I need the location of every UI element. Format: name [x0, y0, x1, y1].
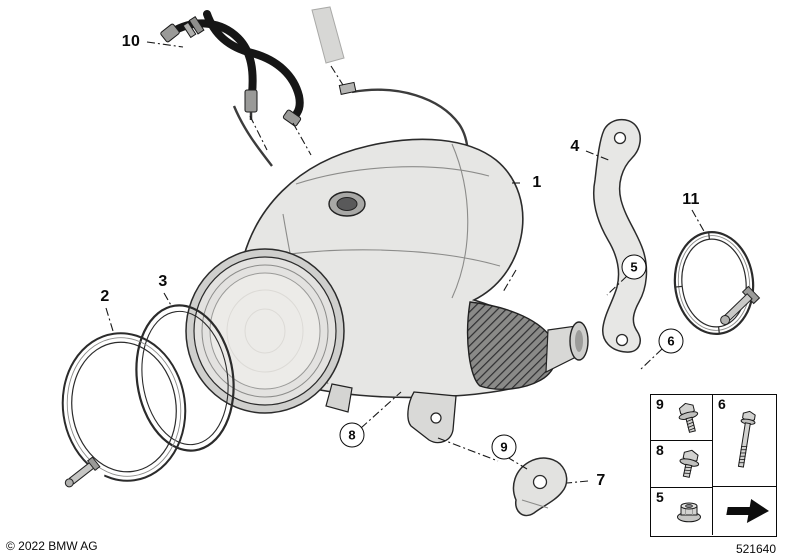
callout-4[interactable]: 4	[570, 138, 580, 155]
direction-arrow-icon	[713, 487, 776, 535]
bracket-part-4	[593, 118, 648, 353]
leader-lines	[105, 41, 706, 484]
legend-cell-arrow	[713, 487, 776, 535]
clamp-part-11	[673, 231, 761, 335]
clamp-tbolt-2	[720, 285, 761, 325]
tube-bracket	[338, 81, 357, 95]
callout-6[interactable]: 6	[658, 328, 684, 354]
callout-10[interactable]: 10	[121, 33, 141, 50]
callout-8[interactable]: 8	[339, 422, 365, 448]
callout-1[interactable]: 1	[532, 174, 542, 191]
callout-5[interactable]: 5	[621, 254, 647, 280]
clamp-part-2	[57, 332, 187, 499]
legend-number-8: 8	[656, 442, 664, 458]
callout-7[interactable]: 7	[596, 472, 606, 489]
fastener-legend-box: 9 6	[650, 394, 777, 537]
callout-2[interactable]: 2	[100, 288, 110, 305]
catalyst-element	[466, 301, 557, 390]
legend-cell-8[interactable]: 8	[651, 441, 713, 488]
callout-9[interactable]: 9	[491, 434, 517, 460]
legend-cell-5[interactable]: 5	[651, 488, 713, 535]
flange-bolt-icon	[651, 395, 712, 440]
copyright-text: © 2022 BMW AG	[6, 539, 98, 553]
hose-connector-2	[282, 109, 302, 127]
flange-nut-icon	[651, 488, 712, 535]
legend-cell-9[interactable]: 9	[651, 395, 713, 441]
flange-bolt-icon	[651, 441, 712, 487]
long-flange-bolt-icon	[713, 395, 776, 486]
hose-assembly-part-10	[160, 6, 345, 127]
legend-number-9: 9	[656, 396, 664, 412]
dpf-body-part-1	[185, 138, 589, 444]
callout-3[interactable]: 3	[158, 273, 168, 290]
hose-connector	[244, 89, 258, 120]
legend-number-6: 6	[718, 396, 726, 412]
gasket-part-3	[135, 304, 235, 452]
clamp-tbolt	[64, 456, 101, 488]
hose-end-fitting	[160, 23, 180, 43]
legend-number-5: 5	[656, 489, 664, 505]
legend-cell-6[interactable]: 6	[713, 395, 776, 487]
callout-11[interactable]: 11	[682, 191, 700, 208]
hose-collar	[182, 15, 205, 39]
part-number: 521640	[735, 542, 776, 556]
bracket-part-7	[512, 457, 568, 517]
